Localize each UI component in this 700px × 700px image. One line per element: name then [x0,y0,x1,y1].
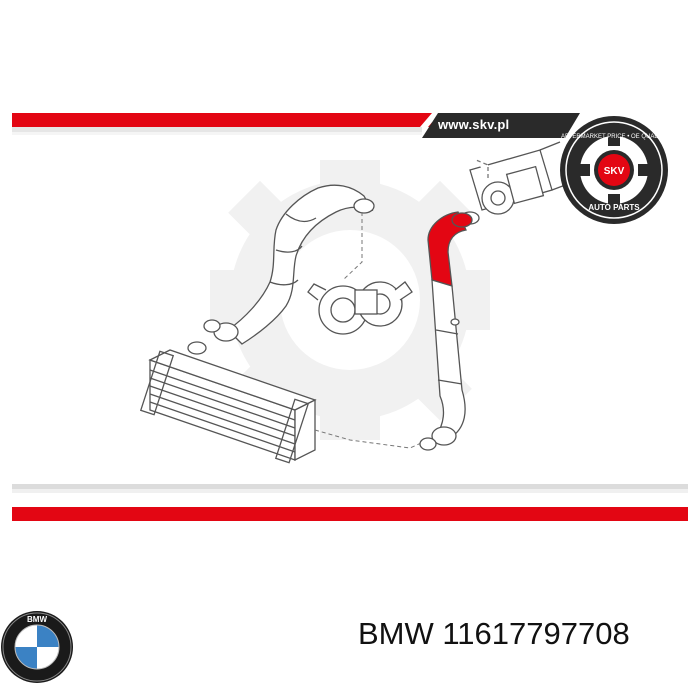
intake-hose-drawing [203,184,375,345]
top-banner [12,113,580,138]
turbocharger-drawing [307,281,413,335]
badge-ring-text: AFTERMARKET PRICE • OE QUALITY [561,134,667,140]
product-caption: BMW 11617797708 [358,616,630,651]
bottom-banner [12,484,688,521]
throttle-body-drawing [460,141,569,225]
charge-pipe-drawing [419,211,473,451]
leader-lines [314,212,429,449]
intercooler-drawing [139,341,317,464]
svg-text:BMW: BMW [27,615,47,624]
badge-center-text: SKV [604,166,625,177]
badge-bottom-text: AUTO PARTS [588,203,640,212]
banner-url: www.skv.pl [438,117,510,132]
bmw-logo-icon: BMW [1,611,73,683]
skv-badge: SKV AFTERMARKET PRICE • OE QUALITY AUTO … [560,116,668,224]
